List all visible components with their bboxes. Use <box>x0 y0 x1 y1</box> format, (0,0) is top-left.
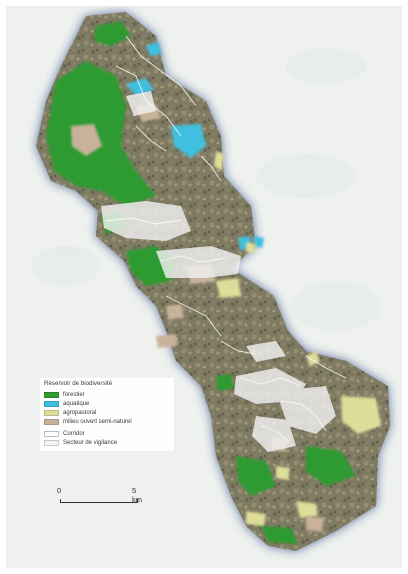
forest-swatch <box>44 391 59 398</box>
legend-item-agropastoral: agropastoral <box>44 408 170 417</box>
forest-reservoirs <box>46 21 356 544</box>
legend-label-forest: forestier <box>63 391 85 398</box>
legend-item-corridor: Corridor <box>44 429 170 438</box>
map-legend: Réservoir de biodiversité forestier aqua… <box>40 378 174 452</box>
agropastoral-reservoirs <box>214 151 381 526</box>
ecological-corridors <box>105 35 347 443</box>
legend-item-semi-natural: milieu ouvert semi-naturel <box>44 417 170 426</box>
aquatic-reservoirs <box>126 42 264 250</box>
legend-title: Réservoir de biodiversité <box>44 380 113 387</box>
legend-label-aquatic: aquatique <box>63 400 90 407</box>
scale-bar: 0 5 km <box>52 486 144 510</box>
legend-label-vigilance: Secteur de vigilance <box>63 439 118 446</box>
legend-label-agropastoral: agropastoral <box>63 409 97 416</box>
legend-item-aquatic: aquatique <box>44 399 170 408</box>
semi-natural-swatch <box>44 418 59 425</box>
corridor-swatch <box>44 430 59 437</box>
legend-label-semi-natural: milieu ouvert semi-naturel <box>63 418 132 425</box>
scale-line <box>60 499 138 503</box>
legend-item-vigilance: Secteur de vigilance <box>44 438 170 447</box>
legend-label-corridor: Corridor <box>63 430 85 437</box>
legend-item-forest: forestier <box>44 390 170 399</box>
map-canvas[interactable] <box>6 6 402 568</box>
aquatic-swatch <box>44 400 59 407</box>
scale-start-label: 0 <box>57 486 62 495</box>
vigilance-swatch <box>44 439 59 446</box>
map-frame: Réservoir de biodiversité forestier aqua… <box>6 6 402 568</box>
vigilance-sectors <box>101 91 336 452</box>
agropastoral-swatch <box>44 409 59 416</box>
